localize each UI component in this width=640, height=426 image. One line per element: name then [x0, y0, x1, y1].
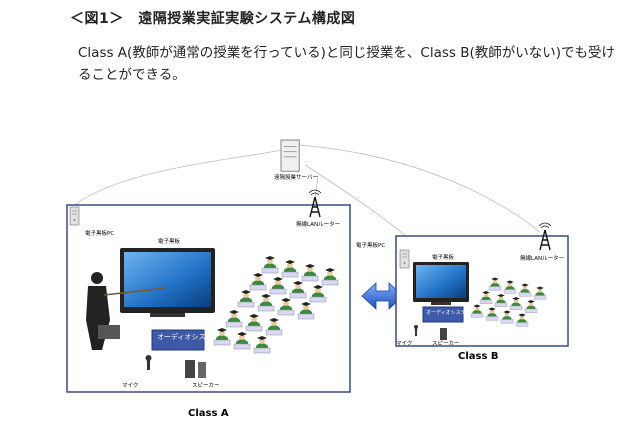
classB-pc-icon — [399, 249, 410, 269]
classA-speaker-icon — [185, 360, 206, 378]
svg-text:オーディオシステム: オーディオシステム — [157, 332, 219, 341]
classA-label: Class A — [188, 408, 229, 419]
classB-pc-label: 電子黒板PC — [356, 241, 385, 249]
classB-audio-system: オーディオシステム — [422, 306, 471, 323]
figure-description: Class A(教師が通常の授業を行っている)と同じ授業を、Class B(教師… — [78, 45, 616, 83]
server-icon — [280, 139, 300, 172]
classB-board-icon — [413, 262, 469, 305]
classA-board-icon — [120, 248, 215, 317]
teacher-icon — [86, 272, 167, 350]
classA-mic-label: マイク — [122, 382, 138, 389]
classB-board-label: 電子黒板 — [432, 253, 455, 261]
classB-router-label: 無線LANルーター — [520, 254, 564, 262]
classA-speaker-label: スピーカー — [192, 382, 220, 389]
classA-router-label: 無線LANルーター — [296, 220, 340, 228]
classA-pc-icon — [69, 206, 80, 226]
link-server-routerB — [299, 144, 541, 233]
classB-mic-label: マイク — [396, 340, 412, 347]
classB-speaker-label: スピーカー — [432, 340, 460, 347]
link-server-routerA — [314, 174, 319, 201]
classA-board-label: 電子黒板 — [158, 237, 181, 245]
svg-text:オーディオシステム: オーディオシステム — [426, 309, 471, 316]
classB-mic-icon — [414, 325, 418, 336]
server-label: 遠隔授業サーバー — [274, 173, 318, 181]
figure-title: ＜図1＞ 遠隔授業実証実験システム構成図 — [70, 11, 356, 27]
classA-pc-label: 電子黒板PC — [85, 229, 114, 237]
classB-speaker-icon — [440, 328, 447, 340]
classA-audio-system: オーディオシステム — [151, 329, 219, 351]
link-classA-server — [74, 149, 283, 206]
classA-mic-icon — [145, 355, 152, 370]
classB-label: Class B — [458, 351, 499, 362]
